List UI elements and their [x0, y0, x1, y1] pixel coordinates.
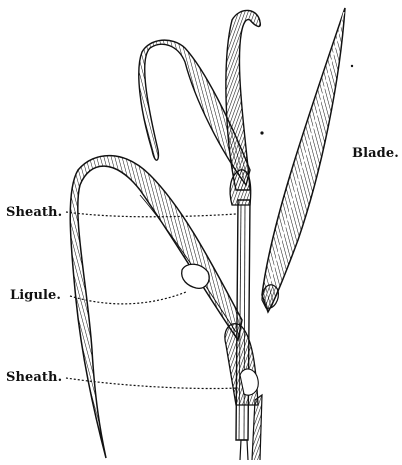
label-sheath-upper: Sheath. [6, 205, 62, 220]
dot-mark-blade [351, 65, 353, 67]
blade-right [262, 8, 345, 312]
label-sheath-lower: Sheath. [6, 370, 62, 385]
blade-left-droop [70, 156, 242, 458]
label-ligule: Ligule. [10, 288, 61, 303]
label-blade: Blade. [352, 146, 399, 161]
leader-sheath-upper [66, 212, 236, 217]
lower-sheath [225, 324, 258, 405]
dot-mark [260, 131, 263, 134]
